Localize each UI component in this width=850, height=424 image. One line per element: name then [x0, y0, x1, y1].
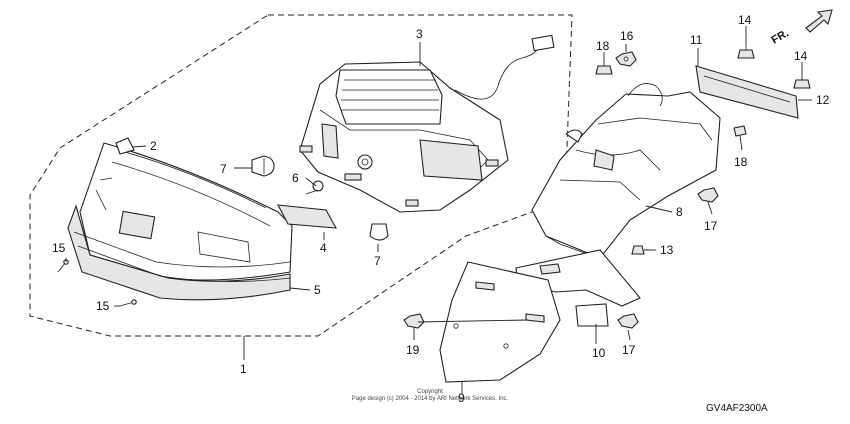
screw-15-upper	[57, 259, 69, 273]
copyright-line-2: Page design (c) 2004 - 2014 by ARI Netwo…	[351, 396, 509, 402]
bolt-19	[403, 313, 425, 329]
front-direction-arrow	[805, 9, 833, 33]
callout-9: 9	[458, 391, 465, 405]
callout-15-upper: 15	[52, 241, 66, 255]
callout-13: 13	[660, 243, 674, 257]
callout-5: 5	[314, 283, 321, 297]
callout-8: 8	[676, 205, 683, 219]
license-plate	[439, 261, 561, 383]
bolt-14-upper	[737, 44, 755, 59]
bolt-18-upper	[595, 65, 613, 75]
callout-6: 6	[292, 171, 299, 185]
callout-labels: 1 2 3 4 5 6 7 7 8 9 10 11 12 13 14 14 15…	[52, 13, 830, 405]
license-bracket	[515, 249, 641, 327]
callout-15-lower: 15	[96, 299, 110, 313]
callout-4: 4	[320, 241, 327, 255]
copyright-line-1: Copyright	[417, 389, 443, 395]
taillight-housing	[299, 34, 555, 213]
copyright-notice: Copyright Page design (c) 2004 - 2014 by…	[300, 389, 560, 403]
reflector-plate	[695, 65, 799, 119]
callout-18-upper: 18	[596, 39, 610, 53]
callout-17-upper: 17	[704, 219, 718, 233]
nut-16	[615, 51, 637, 67]
callout-17-lower: 17	[622, 343, 636, 357]
callout-14-right: 14	[794, 49, 808, 63]
leader-lines	[65, 26, 812, 394]
rear-fender	[531, 83, 721, 261]
bulb-upper	[251, 155, 275, 177]
diagram-code: GV4AF2300A	[706, 403, 768, 414]
callout-16: 16	[620, 29, 634, 43]
callout-14-upper: 14	[738, 13, 752, 27]
bulb-lower	[369, 223, 389, 241]
callout-12: 12	[816, 93, 830, 107]
assembly-boundary	[29, 14, 573, 337]
callout-11: 11	[690, 33, 703, 47]
license-light-parts	[251, 155, 389, 241]
callout-3: 3	[416, 27, 423, 41]
callout-7-upper: 7	[220, 162, 227, 176]
bolt-14-right	[793, 79, 811, 89]
callout-7-lower: 7	[374, 254, 381, 268]
rear-cowl-assembly	[67, 137, 293, 301]
callout-18-right: 18	[734, 155, 748, 169]
callout-2: 2	[150, 139, 157, 153]
callout-10: 10	[592, 346, 606, 360]
callout-19: 19	[406, 343, 420, 357]
nut-17-upper	[697, 187, 719, 203]
bolt-18-right	[733, 125, 747, 137]
callout-1: 1	[240, 362, 247, 376]
front-marker-label: FR.	[770, 27, 791, 46]
screw-15-lower	[119, 299, 137, 307]
nut-17-lower	[617, 313, 639, 329]
